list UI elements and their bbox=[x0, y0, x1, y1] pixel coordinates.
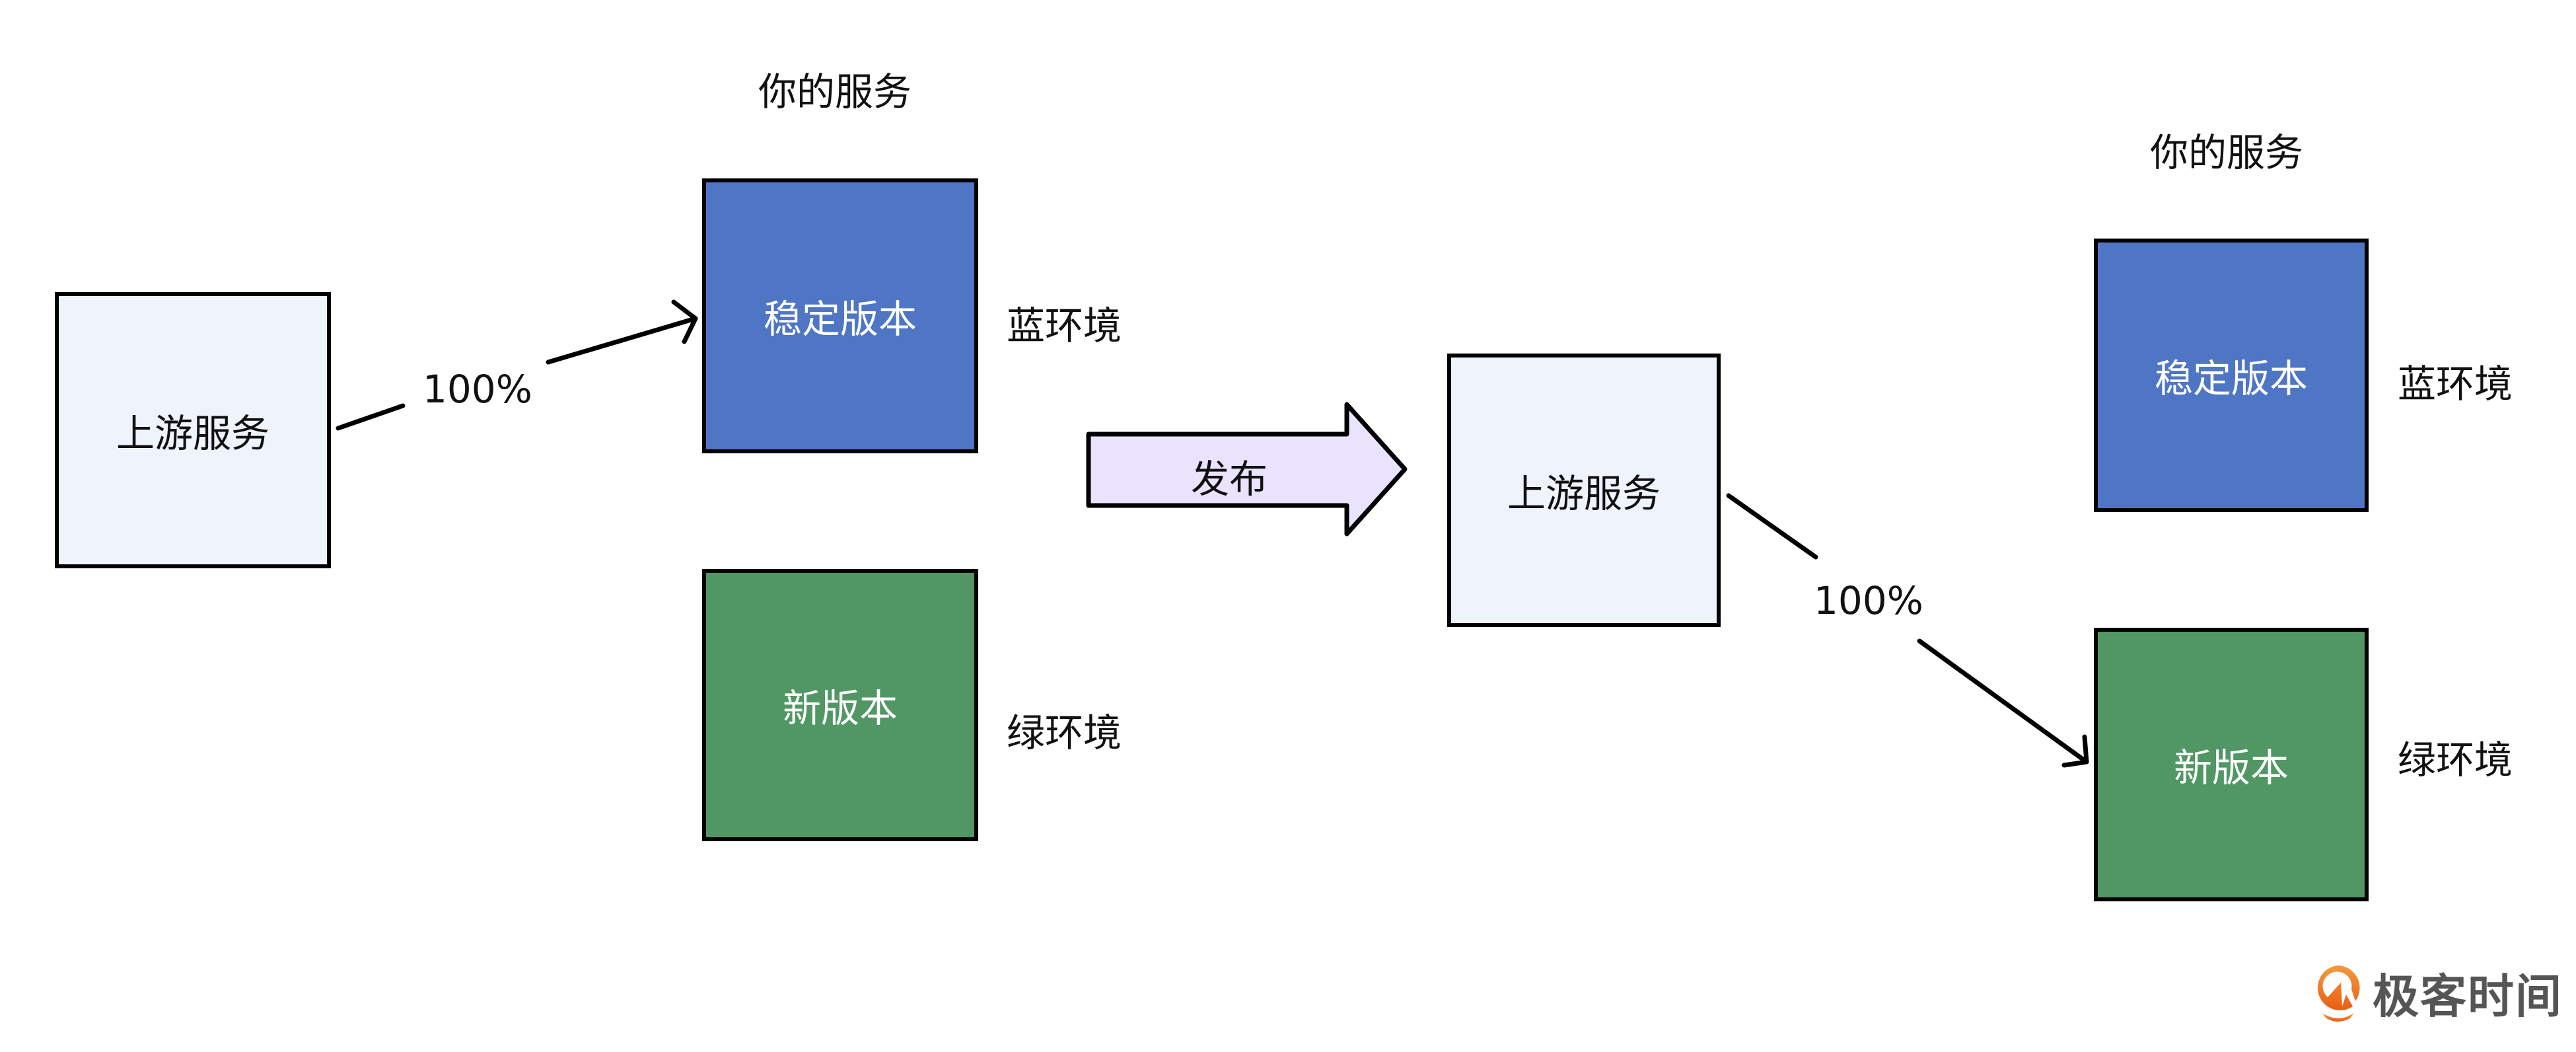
geektime-logo-icon bbox=[2317, 965, 2360, 1022]
release-arrow-shape bbox=[1086, 402, 1408, 537]
right-traffic-connector bbox=[1726, 493, 2089, 768]
blue-env-label: 蓝环境 bbox=[1007, 303, 1122, 348]
your-service-title: 你的服务 bbox=[2150, 130, 2304, 175]
left-traffic-connector bbox=[336, 299, 698, 431]
green-env-label: 绿环境 bbox=[1007, 710, 1122, 755]
blue-env-label: 蓝环境 bbox=[2398, 361, 2513, 406]
geektime-logo-text: 极客时间 bbox=[2373, 969, 2563, 1024]
traffic-percent-label: 100% bbox=[423, 367, 532, 412]
new-version-label: 新版本 bbox=[2173, 745, 2289, 790]
green-env-label: 绿环境 bbox=[2398, 737, 2513, 782]
geektime-logo: 极客时间 bbox=[2312, 959, 2563, 1026]
stable-version-label: 稳定版本 bbox=[2154, 356, 2308, 401]
stable-version-label: 稳定版本 bbox=[763, 297, 917, 342]
release-arrow-label: 发布 bbox=[1191, 457, 1268, 502]
your-service-title: 你的服务 bbox=[758, 69, 912, 114]
stable-version-box: 稳定版本 bbox=[2094, 239, 2369, 512]
upstream-service-label: 上游服务 bbox=[1507, 471, 1661, 516]
new-version-label: 新版本 bbox=[782, 686, 898, 731]
upstream-service-box: 上游服务 bbox=[55, 292, 331, 568]
traffic-percent-label: 100% bbox=[1814, 578, 1923, 623]
new-version-box: 新版本 bbox=[2094, 628, 2369, 901]
stable-version-box: 稳定版本 bbox=[702, 178, 978, 453]
new-version-box: 新版本 bbox=[702, 569, 978, 841]
arrowhead-icon bbox=[671, 299, 698, 344]
arrowhead-icon bbox=[2061, 734, 2089, 768]
upstream-service-box: 上游服务 bbox=[1447, 354, 1721, 627]
upstream-service-label: 上游服务 bbox=[116, 411, 269, 456]
